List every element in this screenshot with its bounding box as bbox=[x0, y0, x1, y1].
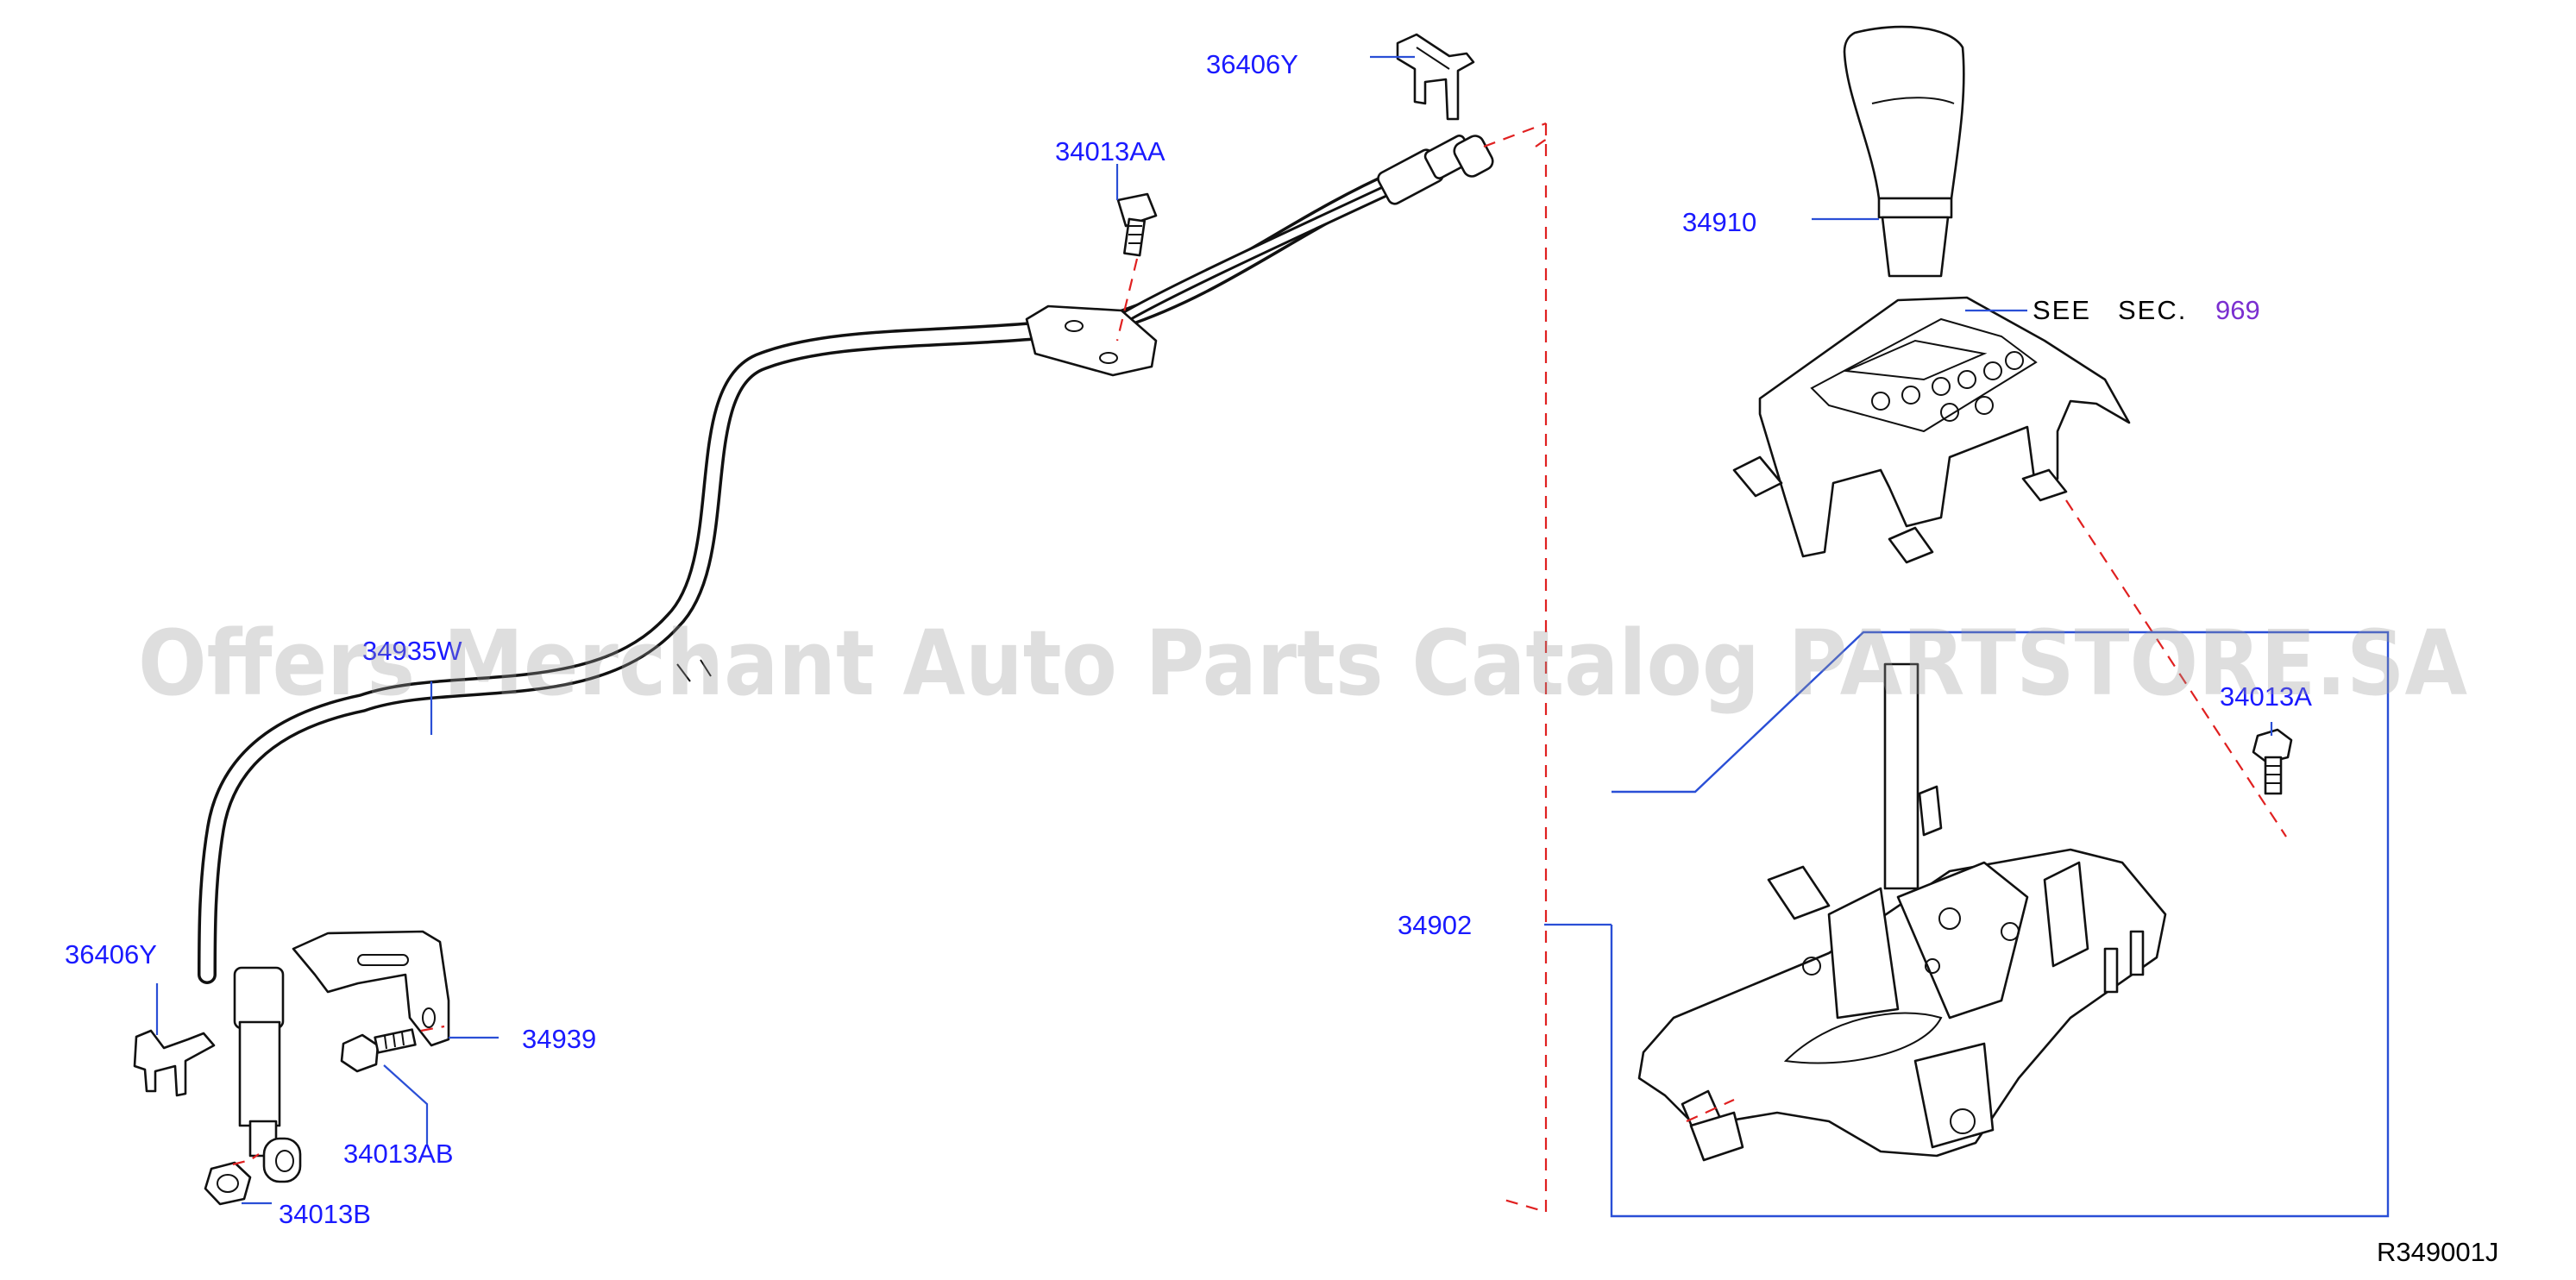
label-nut[interactable]: 34013B bbox=[279, 1199, 371, 1229]
control-cable-part[interactable] bbox=[198, 133, 1496, 1183]
label-bolt-top[interactable]: 34013AA bbox=[1055, 136, 1165, 166]
label-clip-left[interactable]: 36406Y bbox=[65, 939, 157, 969]
label-control-cable[interactable]: 34935W bbox=[362, 636, 462, 666]
label-cable-bracket[interactable]: 34939 bbox=[522, 1024, 596, 1054]
bolt-right-part[interactable] bbox=[2252, 728, 2293, 795]
cable-bracket-part[interactable] bbox=[292, 930, 450, 1047]
nut-part[interactable] bbox=[204, 1161, 252, 1206]
label-bolt-bracket[interactable]: 34013AB bbox=[343, 1139, 454, 1169]
shift-knob-part[interactable] bbox=[1843, 25, 1965, 278]
label-shift-device[interactable]: 34902 bbox=[1398, 910, 1472, 940]
leader-lines bbox=[155, 55, 2273, 1205]
cable-clip-top-part[interactable] bbox=[1396, 33, 1475, 121]
indicator-bezel-part[interactable] bbox=[1732, 296, 2131, 564]
reference-code: R349001J bbox=[2377, 1237, 2498, 1267]
dashed-guide-lines bbox=[232, 122, 2287, 1214]
cable-clip-left-part[interactable] bbox=[133, 1029, 216, 1097]
label-bolt-right[interactable]: 34013A bbox=[2220, 681, 2312, 712]
shift-device-callout-box bbox=[1610, 631, 2390, 1218]
label-sec: SEC. bbox=[2118, 295, 2187, 325]
label-section-number[interactable]: 969 bbox=[2215, 295, 2260, 325]
bolt-bracket-part[interactable] bbox=[340, 1028, 417, 1073]
label-see: SEE bbox=[2033, 295, 2091, 325]
bolt-top-part[interactable] bbox=[1116, 192, 1158, 257]
label-shift-knob[interactable]: 34910 bbox=[1682, 207, 1756, 237]
watermark: Offers Merchant Auto Parts Catalog PARTS… bbox=[138, 611, 2467, 716]
shift-device-part[interactable] bbox=[1637, 662, 2167, 1162]
label-clip-top[interactable]: 36406Y bbox=[1206, 49, 1298, 79]
